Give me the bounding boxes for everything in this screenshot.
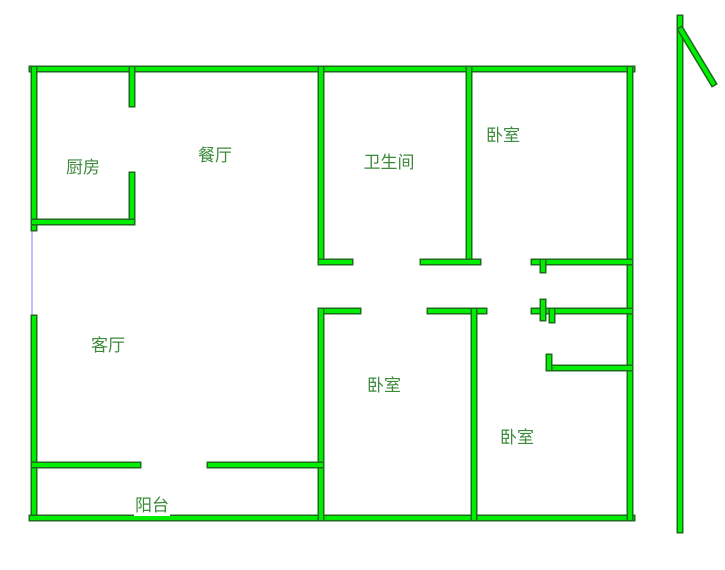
room-label-bedroom-ne: 卧室 <box>485 126 521 146</box>
room-label-bedroom-center: 卧室 <box>366 376 402 396</box>
room-label-dining: 餐厅 <box>197 146 233 166</box>
north-arrow-icon <box>678 27 716 86</box>
room-label-bathroom: 卫生间 <box>362 153 416 173</box>
room-label-living: 客厅 <box>90 336 126 356</box>
room-label-kitchen: 厨房 <box>65 158 101 178</box>
room-label-bedroom-se: 卧室 <box>499 428 535 448</box>
room-label-balcony: 阳台 <box>134 496 170 516</box>
